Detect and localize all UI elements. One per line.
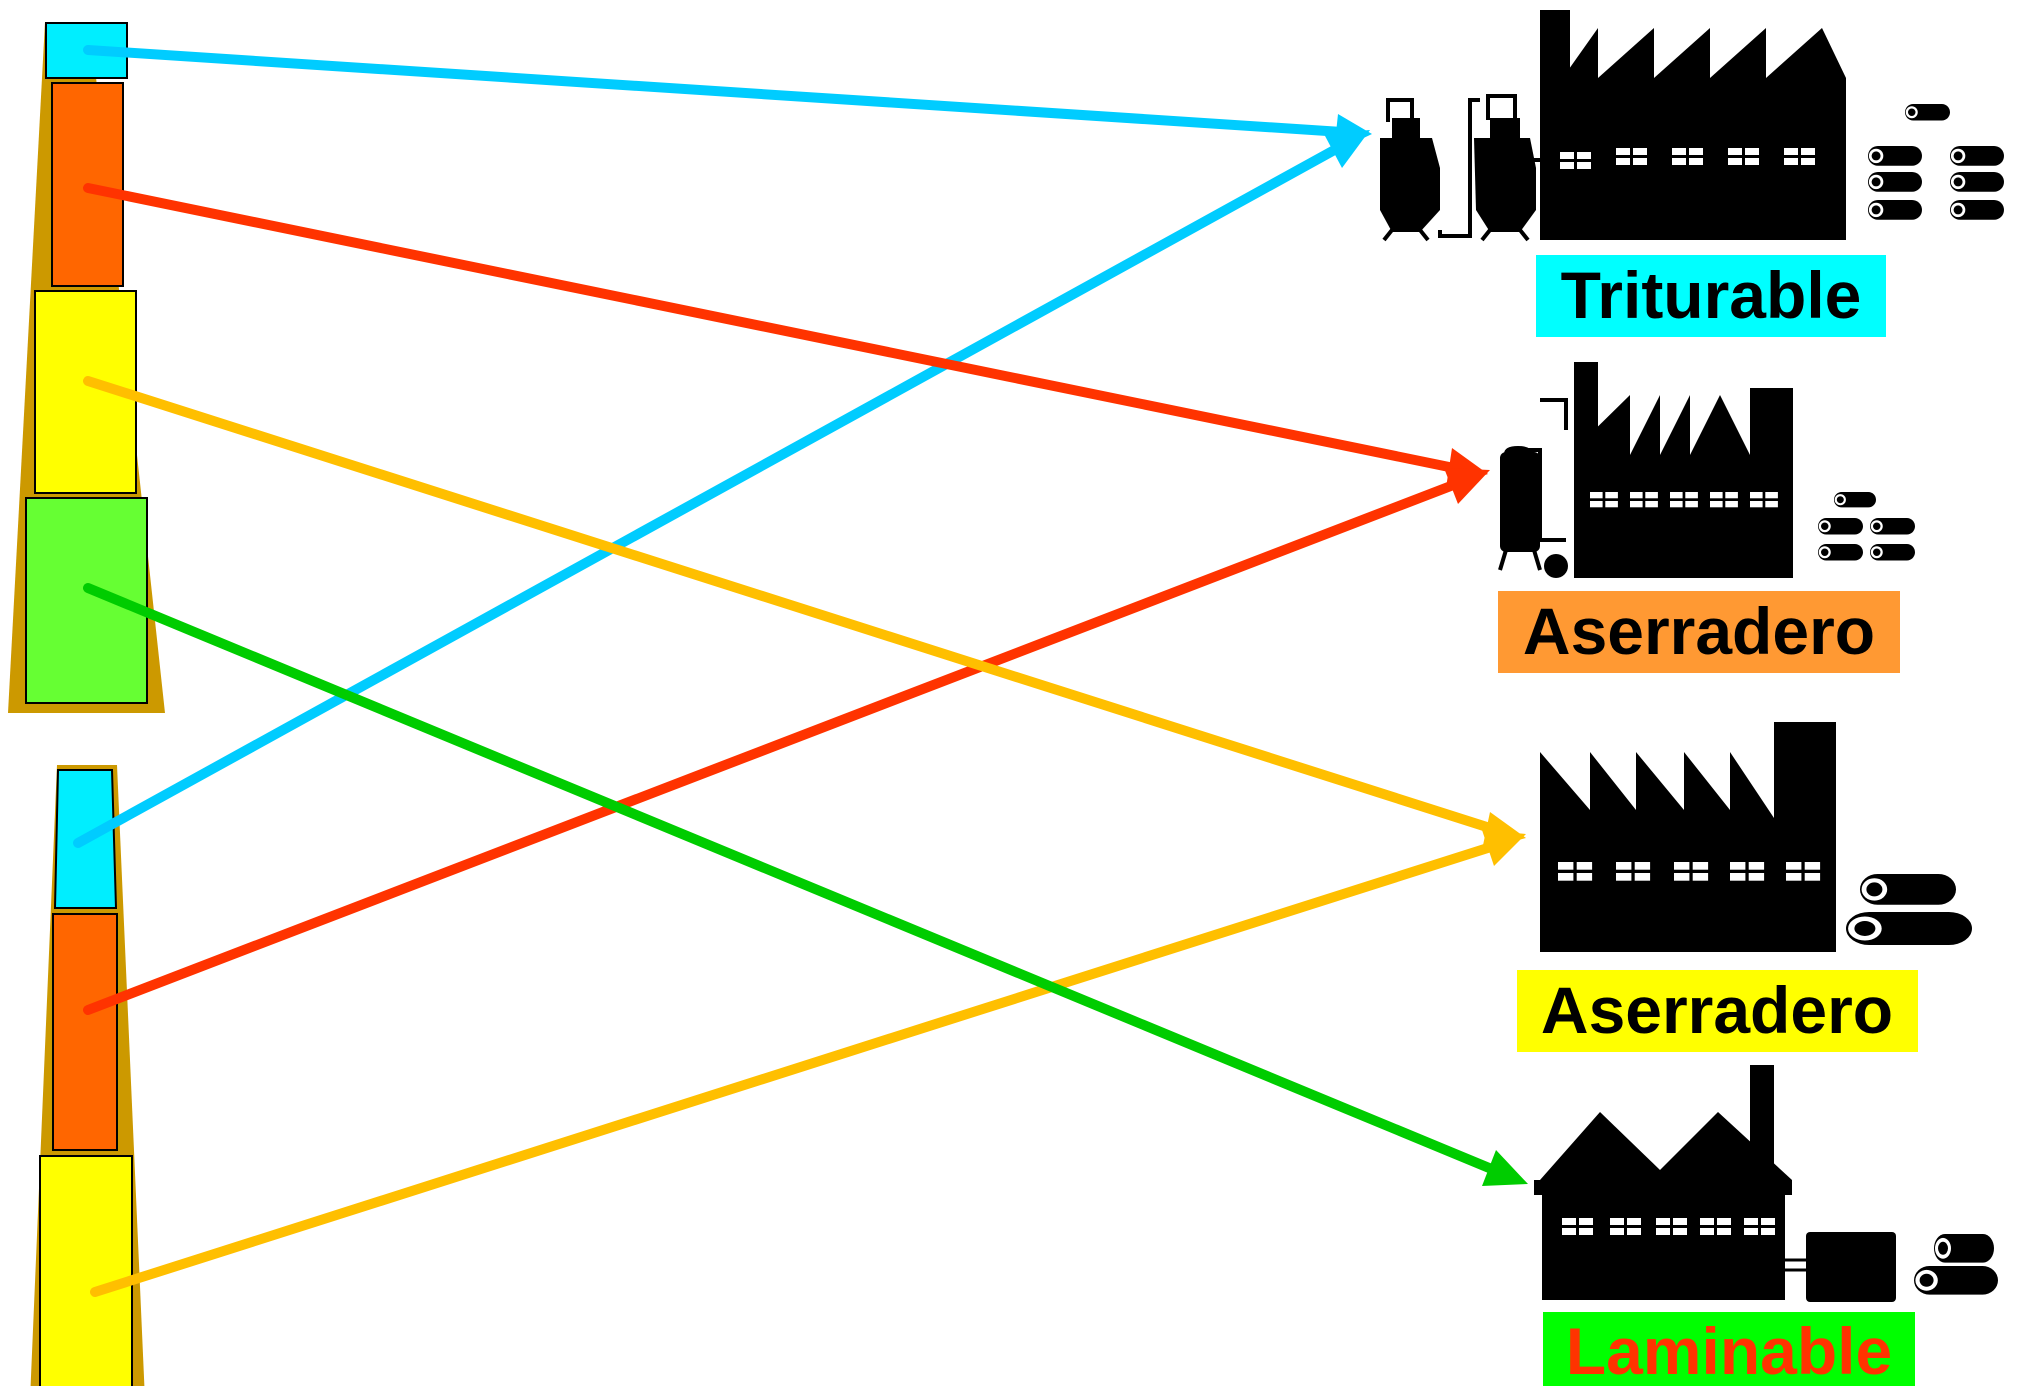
label-triturable-text: Triturable xyxy=(1561,258,1862,332)
label-aserradero-orange: Aserradero xyxy=(1498,591,1900,673)
factory-silos-icon xyxy=(1380,10,2004,242)
arrow-bottom-yellow-to-aserradero xyxy=(90,841,1499,1297)
label-aserradero-yellow: Aserradero xyxy=(1517,970,1918,1052)
label-aserradero-orange-text: Aserradero xyxy=(1523,594,1875,668)
label-laminable-text: Laminable xyxy=(1566,1314,1892,1386)
label-aserradero-yellow-text: Aserradero xyxy=(1541,973,1893,1047)
arrowhead-bottom-cyan xyxy=(1324,130,1370,168)
label-laminable: Laminable xyxy=(1543,1312,1915,1386)
arrowhead-bottom-orange xyxy=(1444,468,1490,504)
factory-tank-icon xyxy=(1498,362,1915,578)
log-bottom xyxy=(30,765,145,1386)
arrowhead-top-green xyxy=(1482,1150,1528,1186)
arrow-top-yellow-to-aserradero xyxy=(83,376,1495,833)
label-triturable: Triturable xyxy=(1536,255,1886,337)
arrow-top-orange-to-aserradero xyxy=(83,183,1459,473)
arrow-bottom-orange-to-aserradero xyxy=(83,479,1461,1015)
arrow-top-green-to-laminable xyxy=(83,583,1499,1175)
factory-icon xyxy=(1540,722,1972,952)
log-bottom-segment-orange xyxy=(52,913,118,1151)
arrowhead-bottom-yellow xyxy=(1482,830,1526,866)
flow-arrows xyxy=(73,45,1528,1297)
arrow-bottom-cyan-to-triturable xyxy=(73,143,1343,848)
log-bottom-segment-yellow xyxy=(39,1155,133,1386)
factory-gabled-icon xyxy=(1534,1065,1998,1302)
arrow-top-cyan-to-triturable xyxy=(83,45,1347,137)
